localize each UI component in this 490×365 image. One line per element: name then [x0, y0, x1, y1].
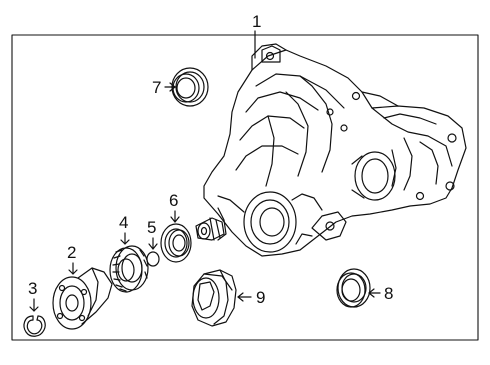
- svg-text:2: 2: [67, 243, 76, 262]
- bushing-part-9[interactable]: [191, 269, 237, 327]
- callout-3[interactable]: 3: [28, 279, 39, 312]
- svg-text:6: 6: [169, 191, 178, 210]
- callout-5[interactable]: 5: [147, 218, 158, 250]
- svg-text:4: 4: [119, 213, 128, 232]
- washer-part-5[interactable]: [146, 251, 160, 267]
- callout-8[interactable]: 8: [368, 284, 393, 303]
- callout-7[interactable]: 7: [152, 78, 176, 97]
- svg-text:7: 7: [152, 78, 161, 97]
- snap-ring-part-3[interactable]: [23, 315, 46, 337]
- svg-text:3: 3: [28, 279, 37, 298]
- svg-text:1: 1: [252, 12, 261, 31]
- differential-housing[interactable]: [195, 43, 467, 257]
- flange-part-2[interactable]: [52, 267, 113, 330]
- seal-part-8[interactable]: [336, 268, 371, 308]
- assembly-frame: [11, 34, 479, 341]
- callout-4[interactable]: 4: [119, 213, 130, 245]
- seal-part-6[interactable]: [160, 223, 192, 263]
- bearing-part-4[interactable]: [109, 245, 149, 293]
- seal-part-7[interactable]: [171, 67, 209, 107]
- callout-6[interactable]: 6: [169, 191, 180, 223]
- callout-2[interactable]: 2: [67, 243, 78, 275]
- callout-9[interactable]: 9: [237, 288, 265, 307]
- svg-text:9: 9: [256, 288, 265, 307]
- svg-text:5: 5: [147, 218, 156, 237]
- svg-text:8: 8: [384, 284, 393, 303]
